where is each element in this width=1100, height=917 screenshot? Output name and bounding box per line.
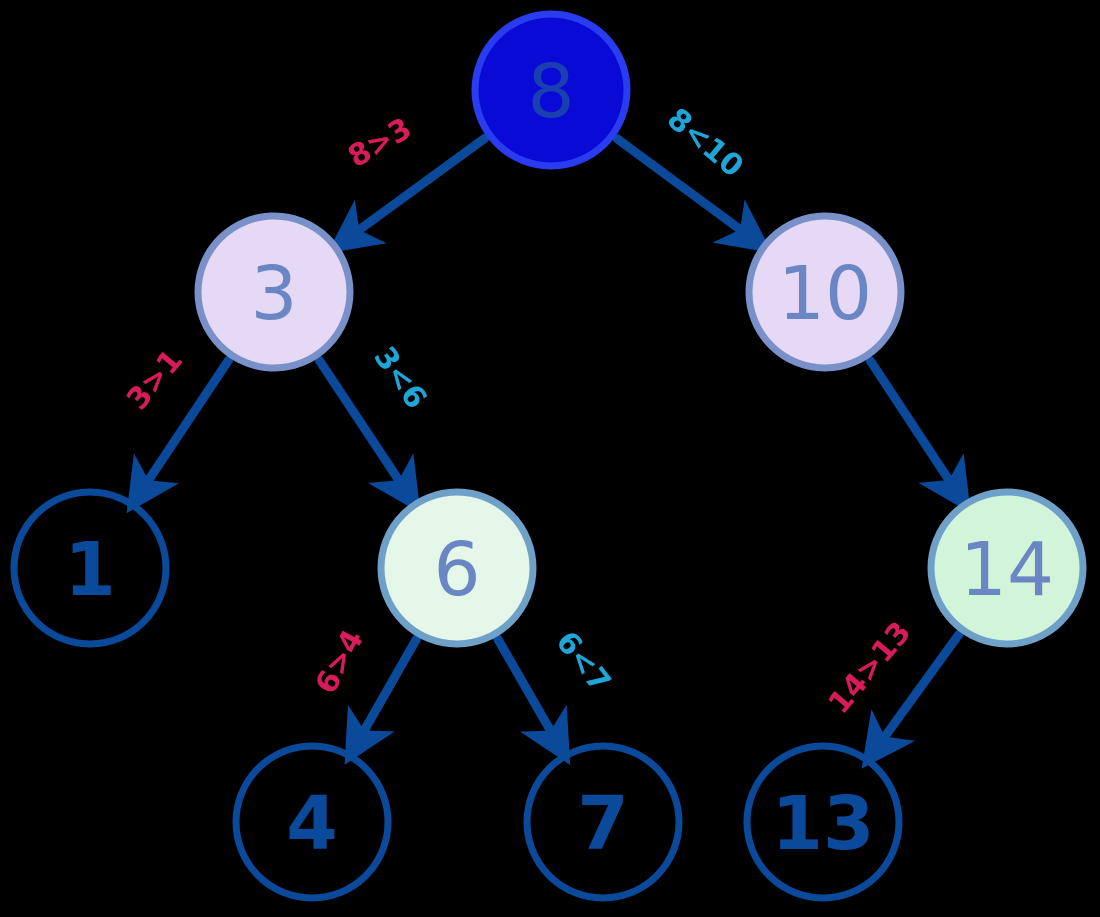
- node-13: 13: [743, 742, 903, 902]
- edge--7: [493, 634, 571, 765]
- node-14: 14: [927, 488, 1087, 648]
- edge-label--10: 8<10: [660, 101, 750, 184]
- node-label: 7: [577, 781, 629, 867]
- edge-label--1: 3>1: [120, 343, 190, 417]
- node-4: 4: [232, 742, 392, 902]
- node-1: 1: [10, 488, 170, 648]
- node-circle: [377, 488, 537, 648]
- node-circle: [523, 742, 683, 902]
- edge--1: [126, 355, 234, 514]
- edge--3: [327, 133, 490, 254]
- node-3: 3: [194, 212, 354, 372]
- node-circle: [194, 212, 354, 372]
- edge-label--4: 6>4: [309, 624, 371, 699]
- node-6: 6: [377, 488, 537, 648]
- node-label: 14: [960, 527, 1054, 613]
- edge--10: [612, 134, 773, 253]
- edge-4-13: [861, 629, 964, 769]
- node-circle: [232, 742, 392, 902]
- edge--4: [344, 634, 421, 765]
- node-label: 6: [433, 527, 480, 613]
- nodes: 8 3 10 1 6 14 4 7 13: [10, 10, 1087, 902]
- node-label: 1: [64, 527, 116, 613]
- edge--6: [314, 355, 421, 514]
- node-label: 4: [286, 781, 338, 867]
- node-label: 8: [527, 49, 574, 135]
- edge-label--6: 3<6: [366, 341, 433, 416]
- edge-label--3: 8>3: [342, 111, 417, 175]
- edge-0-14: [865, 355, 971, 514]
- node-label: 10: [778, 251, 872, 337]
- node-circle: [743, 742, 903, 902]
- node-10: 10: [745, 212, 905, 372]
- node-label: 13: [772, 781, 875, 867]
- node-circle: [471, 10, 631, 170]
- node-7: 7: [523, 742, 683, 902]
- node-8: 8: [471, 10, 631, 170]
- node-circle: [10, 488, 170, 648]
- node-circle: [927, 488, 1087, 648]
- node-circle: [745, 212, 905, 372]
- edges: [126, 133, 971, 769]
- edge-label--7: 6<7: [549, 625, 618, 699]
- node-label: 3: [250, 251, 297, 337]
